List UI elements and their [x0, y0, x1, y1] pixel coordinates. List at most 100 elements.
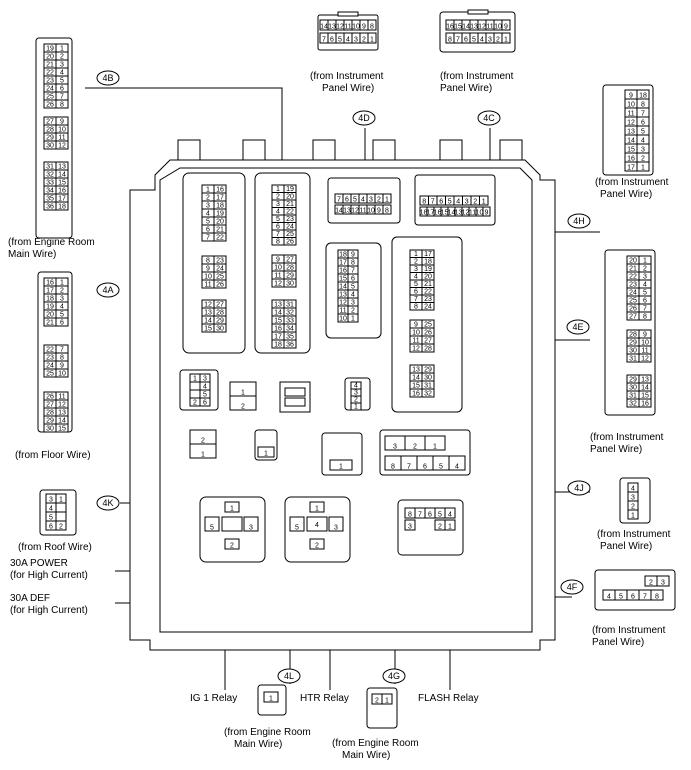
- pin-cell: [213, 279, 227, 289]
- pin-label: 10: [339, 316, 347, 323]
- pin-label: 31: [286, 302, 294, 309]
- pin-label: 3: [60, 296, 64, 303]
- pin-label: 2: [377, 197, 381, 204]
- bubble-label-4K: 4K: [102, 498, 113, 508]
- pin-label: 19: [216, 211, 224, 218]
- pin-label: 8: [422, 199, 426, 206]
- pin-label: 24: [629, 290, 637, 297]
- pin-label: 17: [424, 251, 432, 258]
- pin-label: 22: [629, 274, 637, 281]
- pin-label: 12: [58, 402, 66, 409]
- pin-label: 16: [58, 188, 66, 195]
- pin-label: 11: [486, 24, 493, 31]
- pin-label: 18: [420, 210, 428, 217]
- pin-cell: [213, 232, 227, 242]
- relay-ig1-center: [221, 516, 243, 532]
- pin-label: 3: [249, 525, 253, 532]
- housing-tab: [312, 139, 336, 161]
- pin-label: 17: [58, 196, 66, 203]
- pin-label: 6: [631, 594, 635, 601]
- connector-4C-external: [439, 9, 516, 53]
- pin-label: 5: [641, 129, 645, 136]
- pin-label: 20: [286, 194, 294, 201]
- pin-label: 1: [315, 506, 319, 513]
- label-instrument-panel-wire-1: (from Instrument: [597, 529, 671, 540]
- pin-label: 36: [46, 204, 54, 211]
- pin-label: 12: [641, 356, 649, 363]
- pin-label: 3: [641, 147, 645, 154]
- relay-htr-pin-3: 3: [328, 516, 344, 532]
- pin-label: 28: [286, 265, 294, 272]
- pin-label: 4: [480, 37, 484, 44]
- pin-label: 34: [286, 326, 294, 333]
- pin-label: 3: [334, 525, 338, 532]
- socket-4G-grid: 1: [329, 459, 353, 471]
- bubble-label-4A: 4A: [102, 285, 113, 295]
- pin-label: 13: [339, 292, 347, 299]
- pin-label: 9: [377, 208, 381, 215]
- pin-label: 2: [641, 156, 645, 163]
- pin-cell: [367, 19, 377, 31]
- pin-label: 1: [339, 464, 343, 471]
- bubble-4G: [382, 668, 406, 684]
- pin-label: 3: [393, 444, 397, 451]
- pin-label: 22: [286, 209, 294, 216]
- pin-label: 24: [286, 224, 294, 231]
- label-def-30a-2: (for High Current): [10, 605, 88, 616]
- pin-label: 17: [46, 288, 54, 295]
- pin-label: 16: [434, 210, 442, 217]
- pin-label: 23: [216, 258, 224, 265]
- pin-label: 18: [46, 296, 54, 303]
- pin-label: 5: [448, 199, 452, 206]
- housing-inner: [159, 167, 533, 633]
- bubble-label-4L: 4L: [284, 671, 294, 681]
- pin-label: 3: [369, 197, 373, 204]
- pin-label: 4: [643, 282, 647, 289]
- pin-label: 7: [643, 306, 647, 313]
- pin-label: 1: [269, 696, 273, 703]
- pin-label: 16: [641, 401, 649, 408]
- pin-label: 22: [46, 347, 54, 354]
- pin-label: 25: [424, 322, 432, 329]
- label-engine-room-main-wire-2: Main Wire): [234, 739, 282, 750]
- connector-4C-latch: [467, 9, 489, 15]
- relay-ig1-pin-3: 3: [243, 516, 259, 532]
- housing-tab: [372, 139, 396, 161]
- pin-cell: [650, 589, 664, 601]
- pin-label: 1: [241, 390, 245, 397]
- pin-cell: [421, 302, 435, 311]
- pin-label: 3: [351, 300, 355, 307]
- pin-cell: [656, 575, 670, 587]
- pin-label: 3: [414, 266, 418, 273]
- pin-label: 1: [631, 513, 635, 520]
- pin-label: 1: [643, 258, 647, 265]
- pin-label: 14: [627, 138, 635, 145]
- pin-label: 5: [414, 281, 418, 288]
- pin-label: 14: [339, 284, 347, 291]
- pin-label: 5: [206, 219, 210, 226]
- label-engine-room-main-wire-2: Main Wire): [8, 249, 56, 260]
- pin-label: 2: [201, 438, 205, 445]
- pin-label: 13: [412, 367, 420, 374]
- pin-label: 9: [414, 322, 418, 329]
- bubble-4B: [96, 70, 120, 86]
- pin-label: 4: [641, 138, 645, 145]
- pin-cell: [55, 423, 69, 433]
- pin-label: 4: [276, 209, 280, 216]
- pin-label: 8: [641, 102, 645, 109]
- label-instrument-panel-wire-2: Panel Wire): [592, 637, 644, 648]
- pin-label: 10: [58, 371, 66, 378]
- bubble-label-4H: 4H: [573, 216, 585, 226]
- bubble-label-4B: 4B: [102, 73, 113, 83]
- connector-4D-external: [317, 11, 379, 51]
- pin-label: 4: [354, 383, 358, 390]
